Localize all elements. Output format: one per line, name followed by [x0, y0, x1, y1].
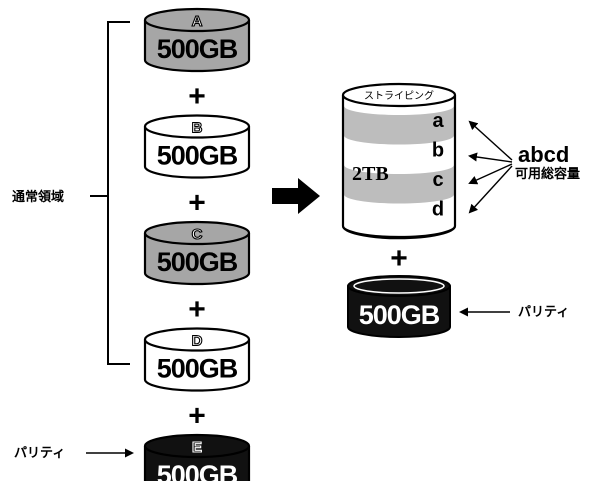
stripe-letter-b: b	[432, 140, 444, 162]
normal-area-bracket	[90, 21, 130, 365]
plus-sign: +	[188, 400, 206, 433]
disk-letter: A	[192, 13, 203, 30]
disk-capacity: 500GB	[157, 460, 238, 481]
disk-e: E 500GB	[143, 433, 251, 481]
disk-letter: E	[192, 439, 202, 456]
disk-capacity: 500GB	[157, 34, 238, 64]
parity-label-left: パリティ	[14, 446, 65, 461]
plus-sign-right: +	[390, 242, 408, 275]
disk-letter: B	[192, 120, 203, 137]
disk-a: A 500GB	[143, 7, 251, 73]
plus-sign: +	[188, 293, 206, 326]
striping-label: ストライピング	[364, 89, 434, 102]
striped-disk: ストライピング 2TB abcd	[341, 82, 457, 240]
disk-c: C 500GB	[143, 220, 251, 286]
disk-d: D 500GB	[143, 327, 251, 392]
stripe-band	[344, 165, 454, 204]
disk-capacity: 500GB	[157, 141, 238, 171]
parity-disk-right: 500GB	[347, 275, 451, 338]
usable-capacity-label: 可用総容量	[515, 166, 580, 182]
disk-letter: D	[192, 333, 203, 350]
left-disk-stack: A 500GB + B 500GB + C 500GB + D 500GB + E 500GB	[143, 7, 251, 481]
plus-sign: +	[188, 187, 206, 220]
disk-b: B 500GB	[143, 114, 251, 179]
stripe-letter-d: d	[432, 199, 444, 221]
stripe-letter-c: c	[432, 169, 443, 191]
parity-label-right: パリティ	[518, 305, 569, 320]
normal-area-label: 通常領域	[12, 189, 64, 205]
disk-letter: C	[192, 226, 203, 243]
capacity-arrows	[468, 120, 513, 214]
disk-capacity: 500GB	[157, 247, 238, 277]
parity-disk-capacity: 500GB	[359, 300, 440, 330]
big-right-arrow	[272, 178, 320, 214]
plus-sign: +	[188, 80, 206, 113]
stripe-capacity: 2TB	[352, 163, 389, 185]
stripe-band	[344, 106, 454, 145]
usable-capacity-letters: abcd	[518, 142, 569, 167]
stripe-letter-a: a	[432, 110, 444, 132]
disk-capacity: 500GB	[157, 354, 238, 384]
